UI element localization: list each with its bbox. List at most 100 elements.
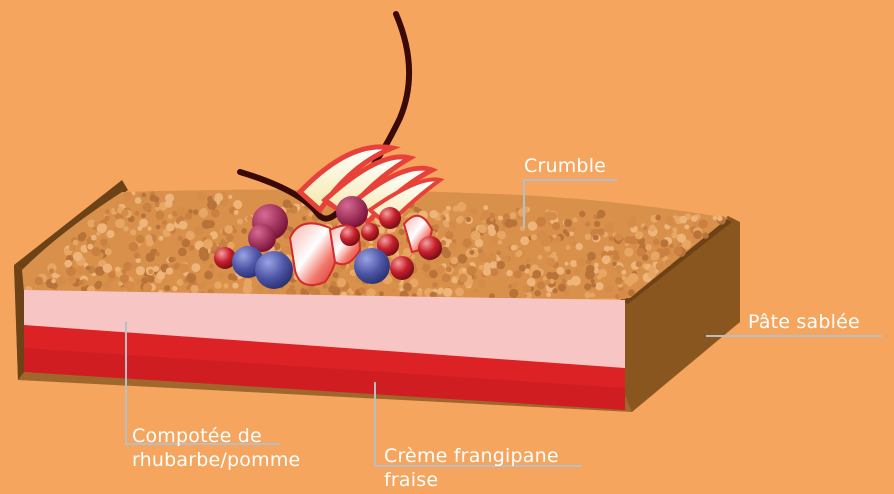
- crumble-grain: [350, 291, 354, 295]
- crumble-grain: [78, 233, 86, 241]
- crumble-grain: [469, 250, 474, 255]
- crumble-grain: [432, 282, 437, 287]
- crumble-grain: [693, 230, 702, 239]
- crumble-grain: [594, 221, 600, 227]
- crumble-grain: [604, 223, 614, 233]
- crumble-grain: [79, 280, 84, 285]
- crumble-grain: [430, 210, 438, 218]
- crumble-grain: [446, 206, 451, 211]
- crumble-grain: [64, 260, 72, 268]
- crumble-grain: [684, 225, 689, 230]
- crumble-grain: [609, 246, 614, 251]
- crumble-grain: [333, 272, 339, 278]
- crumble-grain: [237, 219, 243, 225]
- crumble-grain: [624, 284, 628, 288]
- crumble-grain: [56, 276, 66, 286]
- crumble-grain: [153, 266, 159, 272]
- crumble-grain: [552, 222, 560, 230]
- crumble-grain: [523, 285, 531, 293]
- crumble-grain: [142, 193, 146, 197]
- crumble-grain: [129, 242, 139, 252]
- crumble-grain: [478, 253, 487, 262]
- crumble-grain: [323, 284, 328, 289]
- crumble-grain: [217, 272, 224, 279]
- crumble-grain: [433, 224, 439, 230]
- crumble-grain: [135, 197, 142, 204]
- crumble-grain: [570, 226, 576, 232]
- crumble-grain: [679, 216, 687, 224]
- crumble-grain: [49, 268, 54, 273]
- crumble-grain: [51, 279, 56, 284]
- crumble-grain: [590, 293, 595, 298]
- crumble-grain: [526, 258, 531, 263]
- crumble-grain: [484, 262, 491, 269]
- compotee-label-line-1: Compotée de: [132, 424, 300, 448]
- crumble-grain: [437, 289, 443, 295]
- crumble-grain: [612, 262, 617, 267]
- crumble-grain: [546, 257, 555, 266]
- crumble-label: Crumble: [524, 154, 606, 178]
- crumble-grain: [533, 270, 542, 279]
- crumble-grain: [104, 215, 110, 221]
- crumble-grain: [141, 213, 146, 218]
- crumble-grain: [379, 291, 384, 296]
- crumble-grain: [509, 289, 518, 298]
- crumble-grain: [207, 200, 217, 210]
- crumble-grain: [459, 274, 468, 283]
- crumble-grain: [699, 220, 708, 229]
- crumble-grain: [655, 215, 661, 221]
- crumble-grain: [179, 263, 189, 273]
- crumble-grain: [143, 203, 152, 212]
- crumble-grain: [141, 277, 148, 284]
- crumble-grain: [446, 266, 452, 272]
- crumble-grain: [584, 283, 591, 290]
- crumble-grain: [204, 271, 213, 280]
- crumble-grain: [457, 202, 467, 212]
- crumble-grain: [609, 236, 614, 241]
- crumble-grain: [558, 284, 566, 292]
- crumble-grain: [136, 280, 141, 285]
- crumble-grain: [506, 270, 512, 276]
- crumble-grain: [523, 294, 527, 298]
- creme-label-line-2: fraise: [384, 468, 559, 492]
- crumble-grain: [576, 243, 583, 250]
- crumble-grain: [148, 276, 155, 283]
- crumble-grain: [232, 283, 238, 289]
- crumble-grain: [100, 239, 107, 246]
- crumble-grain: [233, 229, 238, 234]
- crumble-grain: [91, 235, 97, 241]
- crumble-grain: [677, 234, 686, 243]
- crumble-grain: [717, 216, 723, 222]
- crumble-grain: [91, 247, 100, 256]
- crumble-grain: [478, 224, 487, 233]
- crumble-grain: [193, 209, 199, 215]
- crumble-grain: [537, 281, 545, 289]
- crumble-grain: [378, 227, 385, 234]
- crumble-grain: [449, 220, 457, 228]
- crumble-grain: [438, 265, 445, 272]
- crumble-grain: [520, 236, 529, 245]
- crumble-grain: [391, 288, 396, 293]
- crumble-grain: [643, 226, 648, 231]
- crumble-grain: [186, 273, 196, 283]
- crumble-grain: [455, 288, 464, 297]
- crumble-grain: [442, 216, 446, 220]
- crumble-grain: [422, 264, 430, 272]
- crumble-grain: [497, 261, 505, 269]
- crumble-grain: [502, 255, 509, 262]
- crumble-grain: [579, 211, 585, 217]
- crumble-grain: [411, 255, 415, 259]
- crumble-grain: [179, 221, 188, 230]
- crumble-grain: [201, 282, 207, 288]
- crumble-grain: [635, 231, 643, 239]
- crumble-grain: [417, 290, 423, 296]
- crumble-grain: [613, 254, 620, 261]
- crumble-grain: [443, 288, 452, 297]
- crumble-grain: [511, 245, 517, 251]
- crumble-grain: [531, 234, 537, 240]
- crumble-grain: [488, 253, 497, 262]
- crumble-grain: [148, 226, 152, 230]
- crumble-grain: [135, 211, 140, 216]
- crumble-grain: [604, 287, 610, 293]
